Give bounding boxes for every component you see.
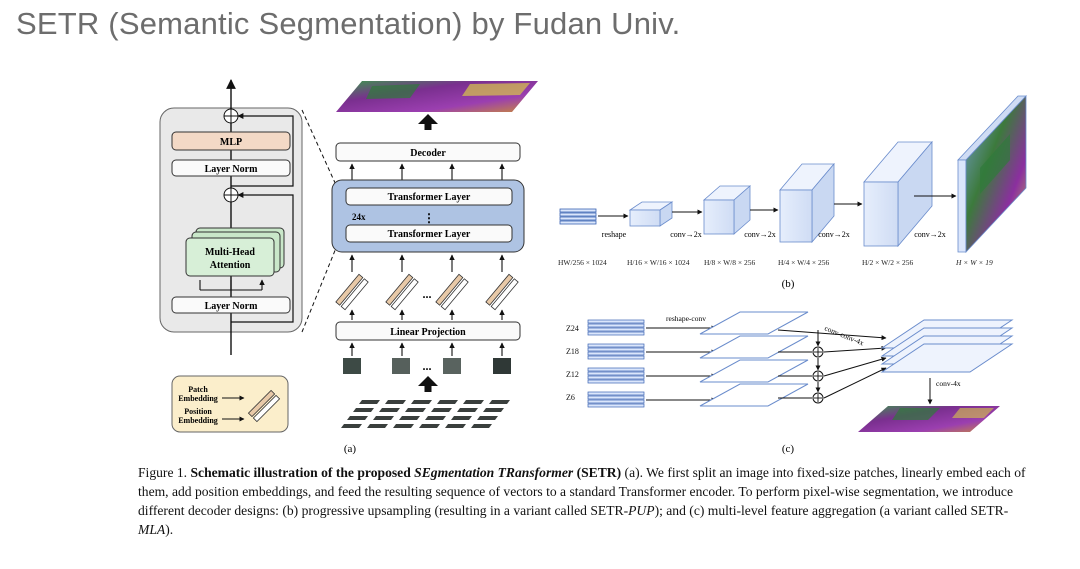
caption-italic-1: PUP	[628, 503, 655, 518]
caption-text-3: ).	[165, 522, 174, 537]
panel-b: reshape conv→2x conv→2x conv→2x	[558, 94, 1027, 290]
decoder-box	[335, 142, 521, 162]
caption-bold-1: Schematic illustration of the proposed	[190, 465, 415, 480]
multi-head-label-1: Multi-Head	[205, 247, 255, 258]
up-arrow-icon	[418, 376, 438, 386]
conv-label-1: conv→2x	[670, 230, 702, 239]
conv-label-4: conv→2x	[914, 230, 946, 239]
reshaped-feature-planes	[699, 311, 809, 407]
transformer-layer-bottom-box	[345, 224, 513, 243]
layer-norm-bottom-label: Layer Norm	[205, 301, 259, 312]
size-label-1: H/16 × W/16 × 1024	[627, 258, 690, 267]
input-image-grid	[332, 398, 520, 432]
panel-a-label: (a)	[344, 443, 357, 455]
reshape-conv-label: reshape-conv	[666, 314, 706, 323]
layer-norm-top-label: Layer Norm	[205, 164, 259, 175]
ellipsis-label: ...	[423, 287, 432, 301]
pup-output-map	[957, 94, 1027, 254]
legend-patch-label-2: Embedding	[178, 394, 218, 403]
caption-text-1: (a). We first split an image into fixed-…	[138, 465, 1026, 518]
size-label-4: H/2 × W/2 × 256	[862, 258, 913, 267]
caption-text-2: ); and (c) multi-level feature aggregati…	[654, 503, 1009, 518]
caption-prefix: Figure 1.	[138, 465, 191, 480]
panel-c-label: (c)	[782, 443, 795, 455]
multi-head-label-2: Attention	[210, 260, 251, 271]
image-patches	[343, 358, 511, 374]
size-label-2: H/8 × W/8 × 256	[704, 258, 755, 267]
size-label-3: H/4 × W/4 × 256	[778, 258, 829, 267]
legend-position-label-2: Embedding	[178, 416, 218, 425]
size-label-5: H × W × 19	[955, 258, 993, 267]
size-label-0: HW/256 × 1024	[558, 258, 607, 267]
transformer-layer-bottom-label: Transformer Layer	[388, 229, 471, 240]
feature-map-3	[779, 162, 835, 244]
z24-label: Z24	[566, 324, 579, 333]
slide-title: SETR (Semantic Segmentation) by Fudan Un…	[16, 6, 681, 41]
caption-italic-2: MLA	[138, 522, 166, 537]
linear-projection-label: Linear Projection	[390, 327, 466, 338]
up-arrow-icon	[418, 114, 438, 124]
vertical-ellipsis-icon: ⋮	[423, 211, 435, 225]
patch-ellipsis-label: ...	[423, 359, 432, 373]
z18-label: Z18	[566, 347, 579, 356]
conv-label-3: conv→2x	[818, 230, 850, 239]
panel-c: Z24 Z18 Z12 Z6 reshape-conv	[566, 311, 1014, 455]
mlp-label: MLP	[220, 137, 242, 148]
z12-label: Z12	[566, 370, 579, 379]
z6-label: Z6	[566, 393, 575, 402]
feature-map-4	[863, 140, 933, 248]
multi-level-token-stacks	[587, 319, 645, 408]
panel-b-label: (b)	[782, 278, 795, 290]
caption-bold-2: (SETR)	[573, 465, 622, 480]
legend-patch-label-1: Patch	[188, 385, 208, 394]
conv-4x-label: conv-4x	[936, 379, 961, 388]
layer-norm-top-box	[171, 159, 291, 177]
token-sequence	[559, 208, 597, 225]
figure-caption: Figure 1. Schematic illustration of the …	[138, 463, 1040, 539]
reshape-label: reshape	[602, 230, 627, 239]
embedding-glyph-icon	[247, 389, 281, 423]
multi-head-attention-box	[185, 237, 275, 277]
feature-map-1	[628, 201, 674, 227]
transformer-layer-top-box	[345, 187, 513, 206]
patch-embedding-glyphs	[335, 273, 519, 311]
linear-projection-box	[335, 321, 521, 341]
conv-label-2: conv→2x	[744, 230, 776, 239]
feature-map-2	[702, 185, 752, 235]
aggregated-feature-planes	[880, 319, 1014, 373]
legend-position-label-1: Position	[184, 407, 212, 416]
caption-bold-italic: SEgmentation TRansformer	[414, 465, 574, 480]
mlp-box	[171, 131, 291, 151]
panel-a: MLP Layer Norm Multi-Head Attention Laye…	[159, 79, 538, 455]
decoder-label: Decoder	[410, 148, 446, 159]
repeat-count-label: 24x	[352, 212, 366, 222]
layer-norm-bottom-box	[171, 296, 291, 314]
transformer-layer-top-label: Transformer Layer	[388, 192, 471, 203]
